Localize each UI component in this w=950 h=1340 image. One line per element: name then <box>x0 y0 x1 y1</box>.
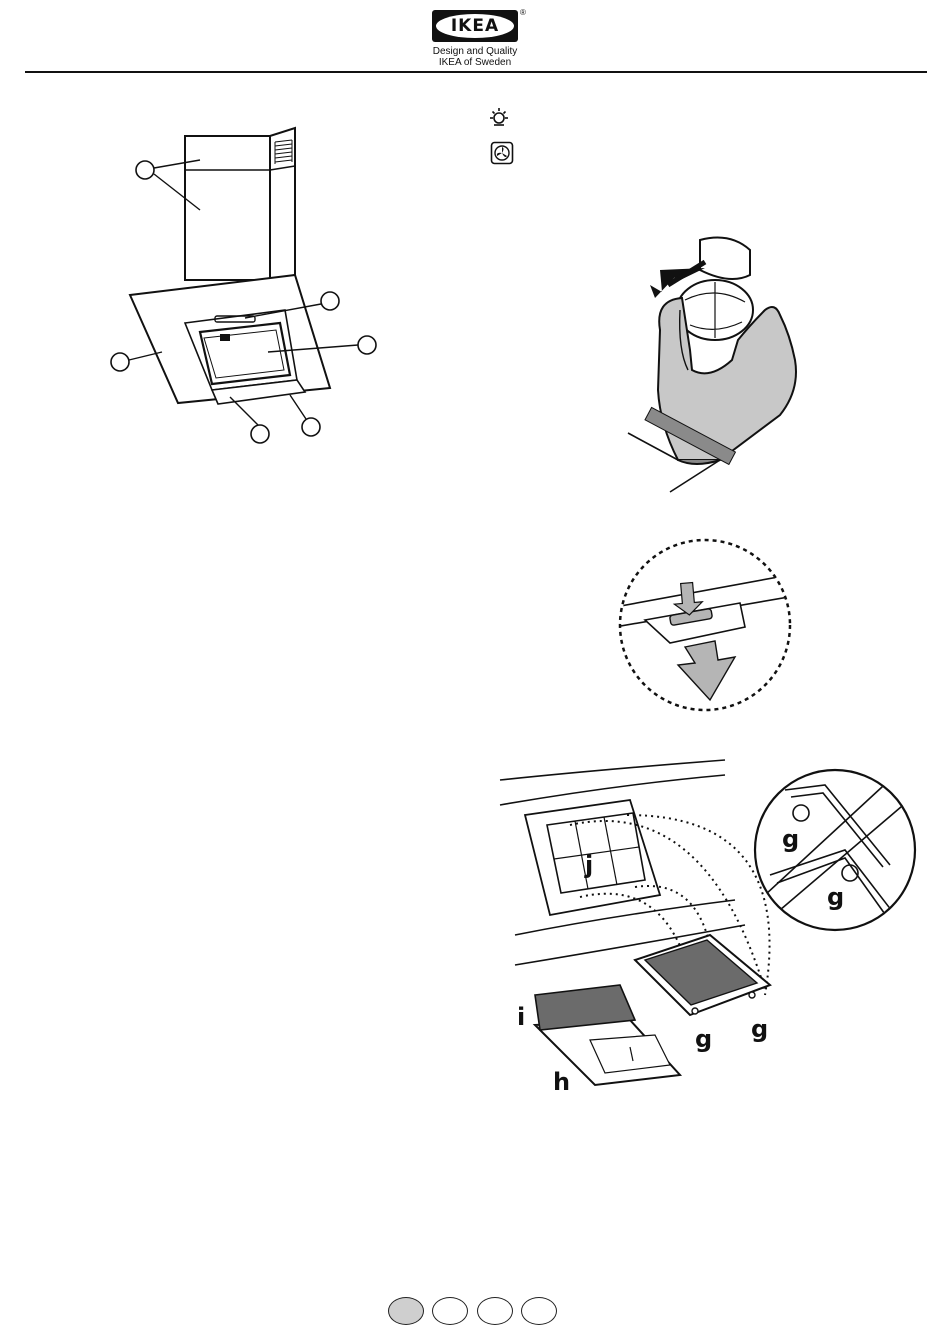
header-rule <box>25 71 927 73</box>
label-g-top: g <box>782 825 799 853</box>
hood-overview-figure <box>100 120 390 460</box>
page-indicator-3[interactable] <box>477 1297 513 1325</box>
tagline-line-2: IKEA of Sweden <box>400 57 550 68</box>
filter-release-detail-figure <box>600 535 810 720</box>
label-h: h <box>553 1068 570 1096</box>
fan-icon <box>490 141 514 165</box>
brand-name: IKEA <box>436 14 514 38</box>
label-g-bottom: g <box>827 883 844 911</box>
registered-mark: ® <box>520 8 526 17</box>
filter-replacement-figure: j i h g g g g <box>495 755 925 1100</box>
label-j: j <box>584 851 593 879</box>
page-indicator-1[interactable] <box>388 1297 424 1325</box>
gloved-hand-lamp-figure <box>600 230 810 500</box>
label-g-right: g <box>751 1015 768 1043</box>
light-bulb-icon <box>488 106 510 128</box>
label-i: i <box>517 1003 525 1031</box>
ikea-logo: IKEA <box>432 10 518 42</box>
tagline-line-1: Design and Quality <box>400 46 550 57</box>
label-g-left: g <box>695 1025 712 1053</box>
page-indicator-2[interactable] <box>432 1297 468 1325</box>
page-indicator-4[interactable] <box>521 1297 557 1325</box>
